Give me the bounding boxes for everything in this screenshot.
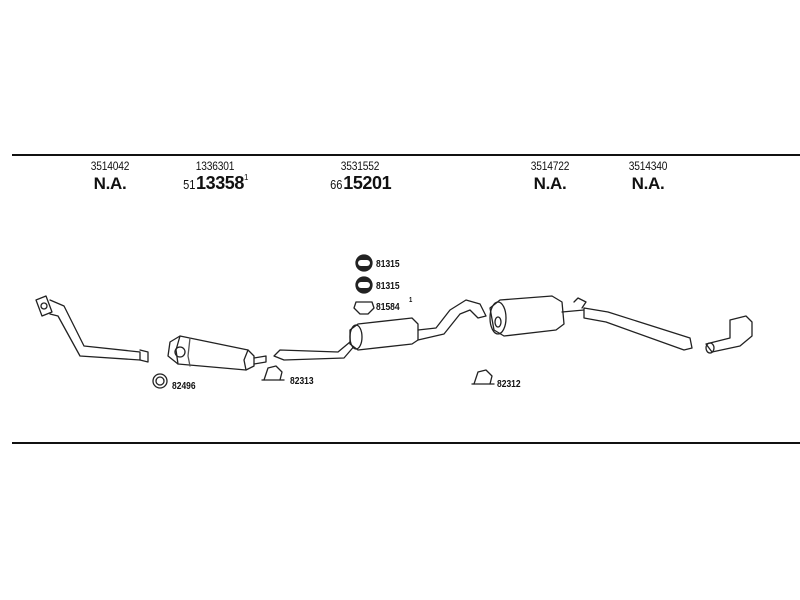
rear-silencer bbox=[489, 295, 587, 337]
part-label-middle-silencer: 3531552 6615201 bbox=[315, 160, 405, 193]
clamp-label: 82312 bbox=[497, 379, 521, 390]
middle-silencer bbox=[349, 299, 487, 351]
clamp-icon bbox=[261, 365, 285, 381]
bottom-rule bbox=[12, 442, 800, 444]
part-code-note: 1 bbox=[244, 173, 249, 182]
part-status: N.A. bbox=[533, 174, 567, 193]
part-number: 1336301 bbox=[195, 159, 235, 173]
part-number: 3531552 bbox=[340, 159, 380, 173]
part-number: 3514042 bbox=[90, 159, 130, 173]
clamp-label: 82313 bbox=[290, 376, 314, 387]
front-pipe bbox=[35, 295, 149, 363]
hanger-icon bbox=[355, 276, 373, 294]
tail-pipe bbox=[583, 307, 693, 351]
catalytic-converter bbox=[167, 335, 267, 371]
part-label-catalyst: 1336301 51133581 bbox=[170, 160, 260, 193]
intermediate-pipe bbox=[273, 341, 357, 361]
part-code-prefix: 66 bbox=[329, 177, 343, 192]
hanger-label: 81315 bbox=[376, 259, 400, 270]
part-number: 3514722 bbox=[530, 159, 570, 173]
part-code-prefix: 51 bbox=[182, 177, 195, 192]
tail-end-pipe bbox=[705, 315, 753, 354]
part-code: 13358 bbox=[195, 173, 245, 193]
part-number: 3514340 bbox=[628, 159, 668, 173]
clamp-label: 82496 bbox=[172, 381, 196, 392]
top-rule bbox=[12, 154, 800, 156]
clamp-icon bbox=[152, 373, 168, 389]
part-code: 15201 bbox=[343, 173, 392, 193]
gasket-icon bbox=[353, 301, 375, 315]
part-status: N.A. bbox=[631, 174, 665, 193]
clamp-icon bbox=[471, 369, 495, 385]
hanger-label: 81584 bbox=[376, 302, 400, 313]
part-status: N.A. bbox=[93, 174, 127, 193]
part-label-rear-silencer: 3514722 N.A. bbox=[520, 160, 580, 192]
part-label-tail-pipe: 3514340 N.A. bbox=[618, 160, 678, 192]
hanger-icon bbox=[355, 254, 373, 272]
hanger-label: 81315 bbox=[376, 281, 400, 292]
part-label-front-pipe: 3514042 N.A. bbox=[80, 160, 140, 192]
hanger-note: 1 bbox=[409, 297, 413, 304]
